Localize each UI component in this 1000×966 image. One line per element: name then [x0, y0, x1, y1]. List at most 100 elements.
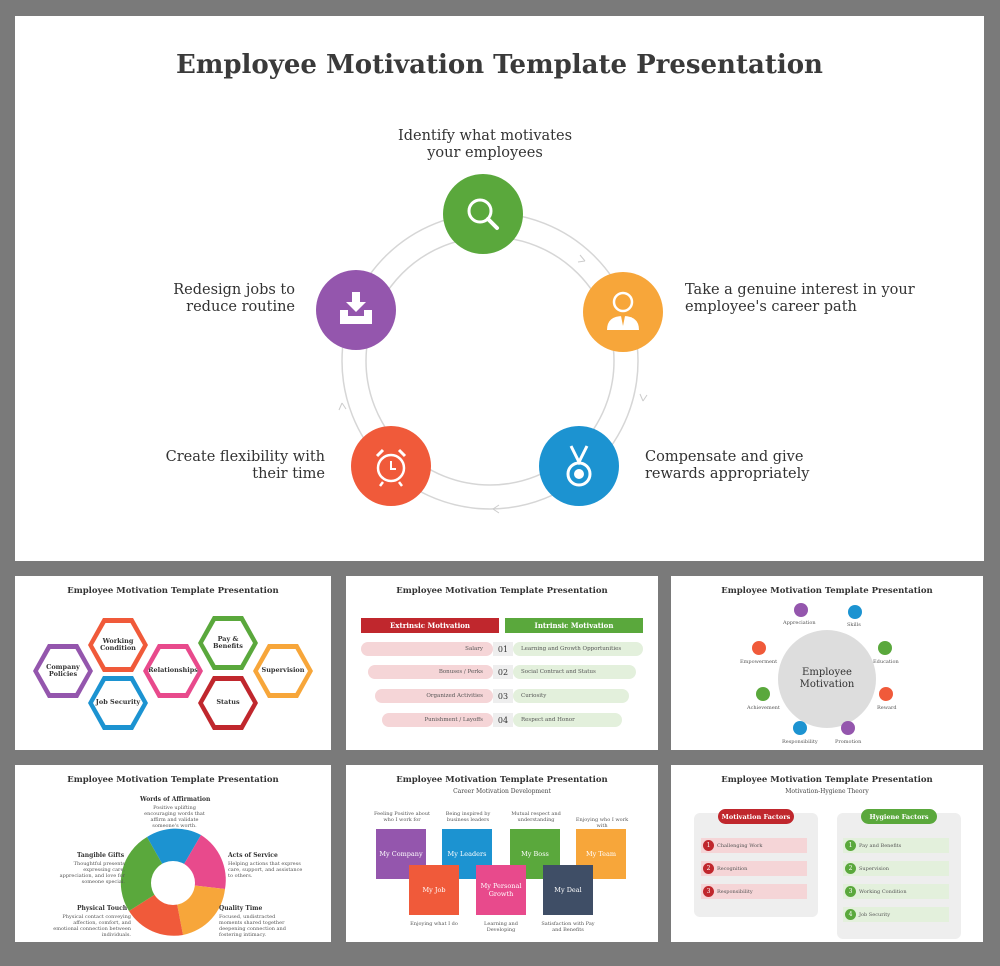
intrinsic-header: Intrinsic Motivation — [505, 618, 643, 633]
medal-icon — [539, 426, 619, 506]
thumb-title: Employee Motivation Template Presentatio… — [721, 586, 933, 596]
row-number: 2 — [703, 863, 714, 874]
label-rewards: Compensate and give rewards appropriatel… — [645, 449, 810, 482]
box-my-personal-growth: My Personal Growth — [476, 865, 526, 915]
motivation-row — [701, 838, 807, 853]
motivation-circle-flexibility — [351, 426, 431, 506]
thumb-subtitle: Motivation-Hygiene Theory — [785, 788, 869, 795]
thumbnail-slide-love-languages[interactable]: Employee Motivation Template Presentatio… — [15, 765, 331, 942]
motivation-row — [701, 884, 807, 899]
hygiene-item: Supervision — [859, 866, 890, 872]
item-label: Acts of Service — [228, 852, 278, 859]
motivation-row — [701, 861, 807, 876]
main-slide[interactable]: Employee Motivation Template Presentatio… — [15, 16, 984, 561]
node-label: Empowerment — [740, 659, 778, 665]
row-number: 1 — [845, 840, 856, 851]
row-number: 04 — [493, 713, 513, 727]
thumb-title: Employee Motivation Template Presentatio… — [721, 775, 933, 785]
thumb-subtitle: Career Motivation Development — [453, 788, 551, 795]
row-number: 1 — [703, 840, 714, 851]
alarm-clock-icon — [351, 426, 431, 506]
item-label: Quality Time — [219, 905, 263, 912]
label-identify: Identify what motivates your employees — [397, 128, 573, 161]
box-my-job: My Job — [409, 865, 459, 915]
box-note: Feeling Positive about who I work for — [373, 811, 431, 823]
item-label: Tangible Gifts — [77, 852, 125, 859]
motivation-item: Challenging Work — [717, 843, 763, 849]
thumbnail-slide-career-development[interactable]: Employee Motivation Template Presentatio… — [346, 765, 658, 942]
row-number: 3 — [845, 886, 856, 897]
item-desc: Thoughtful presents expressing care, app… — [59, 861, 125, 885]
hygiene-row — [843, 884, 949, 899]
motivation-circle-rewards — [539, 426, 619, 506]
item-label: Physical Touch — [77, 905, 128, 912]
motivation-circle-identify — [443, 174, 523, 254]
box-note: Being inspired by business leaders — [445, 811, 491, 823]
extrinsic-item: Organized Activities — [375, 689, 493, 703]
item-desc: Positive uplifting encouraging words tha… — [144, 805, 205, 829]
intrinsic-item: Learning and Growth Opportunities — [513, 642, 643, 656]
hex-working-condition: Working Condition — [88, 618, 148, 672]
row-number: 2 — [845, 863, 856, 874]
row-number: 02 — [493, 665, 513, 679]
row-number: 01 — [493, 642, 513, 656]
hex-pay-benefits: Pay & Benefits — [198, 616, 258, 670]
hex-relationships: Relationships — [143, 644, 203, 698]
hygiene-item: Pay and Benefits — [859, 843, 902, 849]
thumbnail-slide-extrinsic-intrinsic[interactable]: Employee Motivation Template Presentatio… — [346, 576, 658, 750]
employee-icon — [583, 272, 663, 352]
row-number: 4 — [845, 909, 856, 920]
extrinsic-header: Extrinsic Motivation — [361, 618, 499, 633]
search-icon — [443, 174, 523, 254]
hygiene-header: Hygiene Factors — [861, 809, 937, 824]
row-number: 3 — [703, 886, 714, 897]
hex-company-policies: Company Policies — [33, 644, 93, 698]
node-label: Responsibility — [782, 739, 818, 745]
hex-job-security: Job Security — [88, 676, 148, 730]
thumb-title: Employee Motivation Template Presentatio… — [67, 586, 279, 596]
extrinsic-item: Punishment / Layoffs — [382, 713, 493, 727]
center-circle: Employee Motivation — [778, 630, 876, 728]
label-redesign: Redesign jobs to reduce routine — [173, 282, 295, 315]
item-desc: Focused, undistracted moments shared tog… — [219, 914, 286, 938]
hygiene-item: Working Condition — [859, 889, 907, 895]
node-icons — [752, 603, 893, 735]
hygiene-row — [843, 838, 949, 853]
motivation-circle-career — [583, 272, 663, 352]
node-label: Reward — [877, 705, 897, 711]
node-label: Achievement — [747, 705, 780, 711]
item-desc: Physical contact conveying affection, co… — [53, 914, 131, 938]
inbox-download-icon — [316, 270, 396, 350]
thumb-title: Employee Motivation Template Presentatio… — [396, 775, 608, 785]
slide-title: Employee Motivation Template Presentatio… — [176, 50, 823, 80]
thumbnail-slide-factors[interactable]: Employee Motivation Template Presentatio… — [15, 576, 331, 750]
node-label: Skills — [847, 622, 861, 628]
item-label: Words of Affirmation — [140, 796, 211, 803]
intrinsic-item: Curiosity — [513, 689, 629, 703]
extrinsic-item: Salary — [361, 642, 493, 656]
hygiene-row — [843, 907, 949, 922]
motivation-item: Responsibility — [717, 889, 753, 895]
thumb-title: Employee Motivation Template Presentatio… — [67, 775, 279, 785]
hex-supervision: Supervision — [253, 644, 313, 698]
box-my-deal: My Deal — [543, 865, 593, 915]
extrinsic-item: Bonuses / Perks — [368, 665, 493, 679]
motivation-header: Motivation Factors — [718, 809, 794, 824]
motivation-item: Recognition — [717, 866, 748, 872]
item-desc: Helping actions that express care, suppo… — [228, 861, 303, 879]
hygiene-row — [843, 861, 949, 876]
box-note: Mutual respect and understanding — [511, 811, 561, 823]
label-flexibility: Create flexibility with their time — [165, 449, 325, 482]
hex-status: Status — [198, 676, 258, 730]
box-note: Enjoying what I do — [410, 921, 458, 927]
thumbnail-slide-employee-motivation[interactable]: Employee Motivation Template Presentatio… — [671, 576, 983, 750]
label-career: Take a genuine interest in your employee… — [685, 282, 915, 315]
box-note: Satisfaction with Pay and Benefits — [541, 921, 595, 933]
wheel-diagram — [120, 828, 226, 936]
motivation-circle-redesign — [316, 270, 396, 350]
box-my-company: My Company — [376, 829, 426, 879]
row-number: 03 — [493, 689, 513, 703]
box-note: Enjoying who I work with — [575, 817, 629, 829]
thumbnail-slide-hygiene-theory[interactable]: Employee Motivation Template Presentatio… — [671, 765, 983, 942]
node-label: Education — [873, 659, 899, 665]
